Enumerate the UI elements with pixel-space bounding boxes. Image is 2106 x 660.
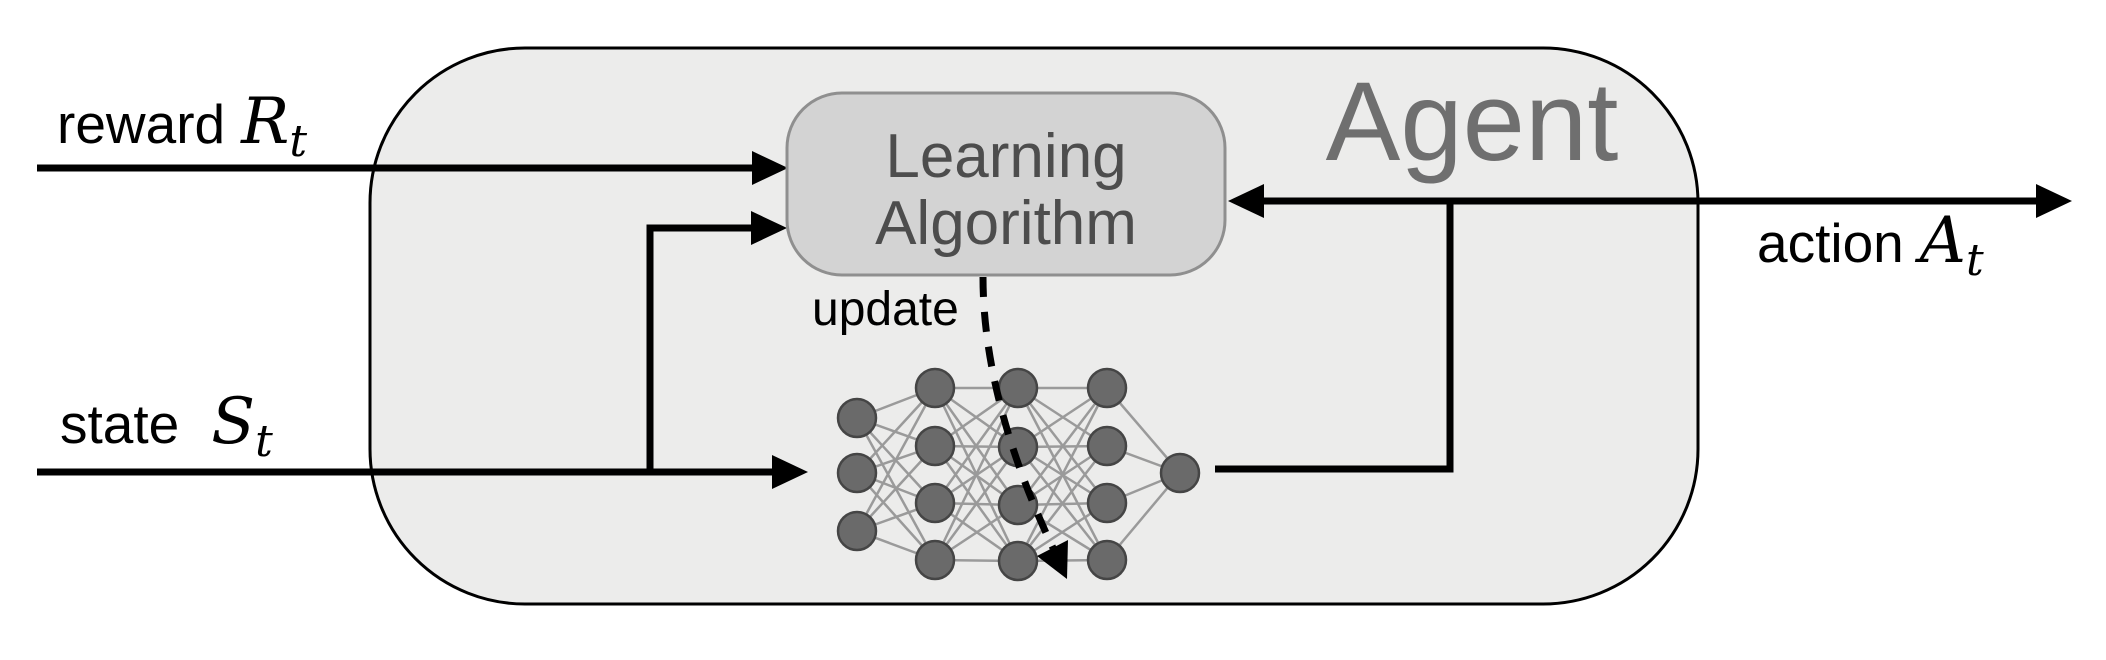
state-subscript: t	[255, 416, 273, 467]
agent-label: Agent	[1326, 59, 1619, 184]
network-node	[836, 397, 878, 439]
reward-arrow	[37, 151, 788, 185]
network-edge	[1017, 445, 1108, 562]
update-arrow	[979, 276, 1068, 579]
network-edge	[933, 446, 1020, 561]
network-node	[836, 510, 878, 552]
network-node	[914, 539, 956, 581]
network-node	[914, 482, 956, 524]
network-node	[836, 452, 878, 494]
network-edge	[1017, 387, 1108, 506]
network-output-line	[1215, 201, 1454, 473]
network-node	[997, 540, 1039, 582]
state-label: state St	[60, 385, 273, 467]
reward-word: reward	[57, 93, 225, 155]
network-edge	[855, 387, 937, 532]
action-subscript: t	[1966, 235, 1984, 286]
action-symbol: A	[1915, 204, 1966, 278]
action-arrow	[1228, 184, 2072, 218]
network-node	[1086, 367, 1128, 409]
state-branch-arrow	[646, 211, 787, 475]
reward-symbol: R	[240, 85, 289, 159]
learning-algorithm-label-line2: Algorithm	[875, 189, 1137, 258]
reward-subscript: t	[289, 116, 307, 167]
network-node	[1086, 482, 1128, 524]
network-edge	[1016, 387, 1109, 562]
learning-algorithm-label-line1: Learning	[885, 122, 1126, 191]
network-node	[1159, 452, 1201, 494]
state-word: state	[60, 393, 179, 455]
network-edge	[933, 387, 1020, 504]
update-label: update	[812, 283, 959, 336]
network-node	[997, 367, 1039, 409]
action-word: action	[1757, 212, 1904, 274]
network-node	[1086, 539, 1128, 581]
learning-algorithm-box	[785, 91, 1227, 277]
network-node	[1086, 425, 1128, 467]
state-symbol: S	[211, 385, 255, 459]
network-node	[914, 425, 956, 467]
network-node	[914, 367, 956, 409]
agent-box	[368, 46, 1700, 606]
